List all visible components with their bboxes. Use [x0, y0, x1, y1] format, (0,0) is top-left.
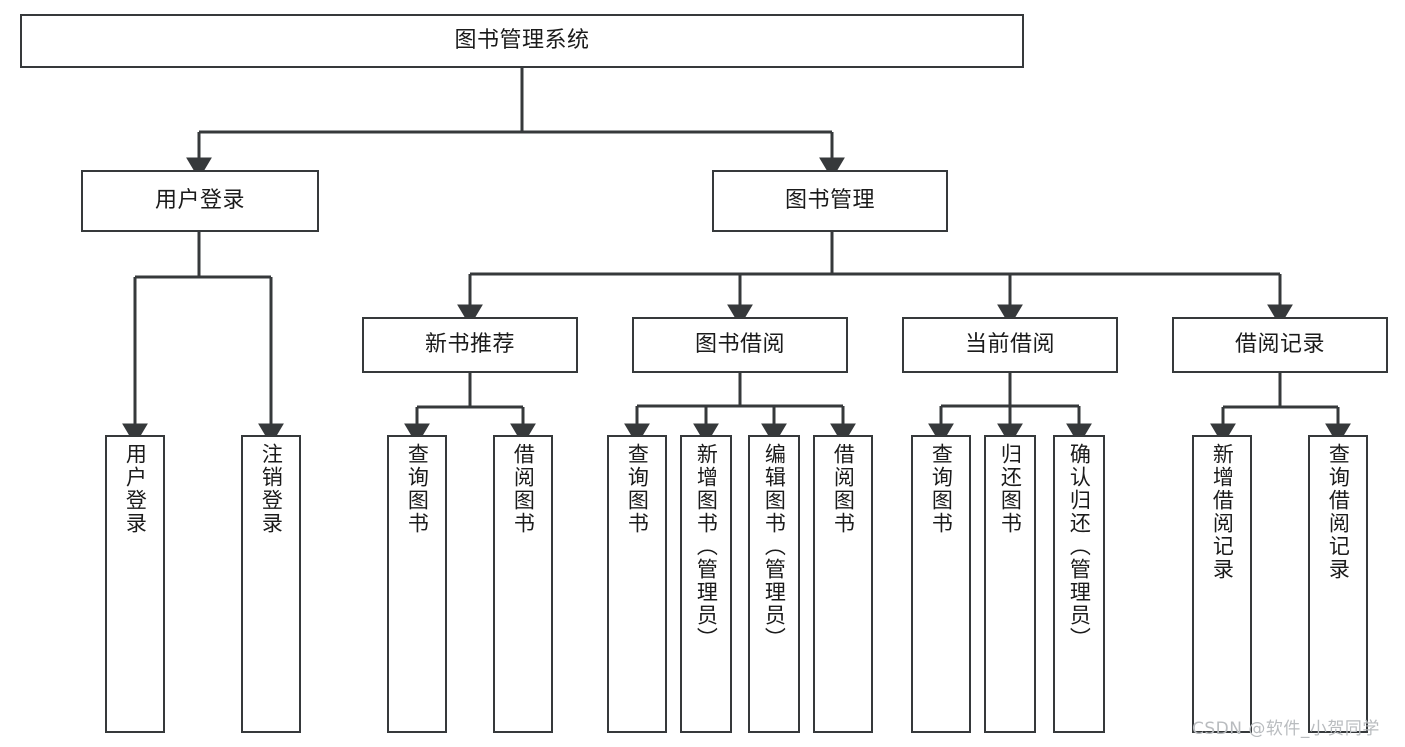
node-label: 查询借阅记录 — [1326, 443, 1351, 581]
leaf-borrow-books-recommendation[interactable]: 借阅图书 — [493, 435, 553, 733]
leaf-logout[interactable]: 注销登录 — [241, 435, 301, 733]
leaf-edit-book-admin[interactable]: 编辑图书（管理员） — [748, 435, 800, 733]
node-label: 借阅记录 — [1234, 332, 1325, 357]
node-label: 注销登录 — [259, 443, 284, 535]
node-label: 新增借阅记录 — [1210, 443, 1235, 581]
node-label: 查询图书 — [929, 443, 954, 535]
leaf-add-borrowing-record[interactable]: 新增借阅记录 — [1192, 435, 1252, 733]
leaf-add-book-admin[interactable]: 新增图书（管理员） — [680, 435, 732, 733]
node-root-book-management-system[interactable]: 图书管理系统 — [20, 14, 1024, 68]
node-label: 用户登录 — [123, 443, 148, 535]
node-label: 借阅图书 — [831, 443, 856, 535]
node-label: 确认归还（管理员） — [1067, 443, 1092, 650]
leaf-borrow-books-borrowing[interactable]: 借阅图书 — [813, 435, 873, 733]
leaf-query-books-current[interactable]: 查询图书 — [911, 435, 971, 733]
leaf-query-books-borrowing[interactable]: 查询图书 — [607, 435, 667, 733]
leaf-user-login[interactable]: 用户登录 — [105, 435, 165, 733]
node-label: 新书推荐 — [424, 332, 515, 357]
leaf-query-books-recommendation[interactable]: 查询图书 — [387, 435, 447, 733]
node-borrowing-records[interactable]: 借阅记录 — [1172, 317, 1388, 373]
node-new-book-recommendation[interactable]: 新书推荐 — [362, 317, 578, 373]
node-label: 新增图书（管理员） — [694, 443, 719, 650]
node-current-borrowing[interactable]: 当前借阅 — [902, 317, 1118, 373]
node-label: 归还图书 — [998, 443, 1023, 535]
node-label: 图书管理 — [784, 188, 875, 213]
leaf-confirm-return-admin[interactable]: 确认归还（管理员） — [1053, 435, 1105, 733]
node-label: 图书管理系统 — [454, 28, 590, 53]
node-label: 查询图书 — [625, 443, 650, 535]
node-label: 当前借阅 — [964, 332, 1055, 357]
leaf-query-borrowing-record[interactable]: 查询借阅记录 — [1308, 435, 1368, 733]
node-label: 查询图书 — [405, 443, 430, 535]
node-label: 借阅图书 — [511, 443, 536, 535]
node-label: 编辑图书（管理员） — [762, 443, 787, 650]
leaf-return-books[interactable]: 归还图书 — [984, 435, 1036, 733]
node-user-login[interactable]: 用户登录 — [81, 170, 319, 232]
node-book-borrowing[interactable]: 图书借阅 — [632, 317, 848, 373]
node-label: 用户登录 — [154, 188, 245, 213]
node-label: 图书借阅 — [694, 332, 785, 357]
node-book-management[interactable]: 图书管理 — [712, 170, 948, 232]
